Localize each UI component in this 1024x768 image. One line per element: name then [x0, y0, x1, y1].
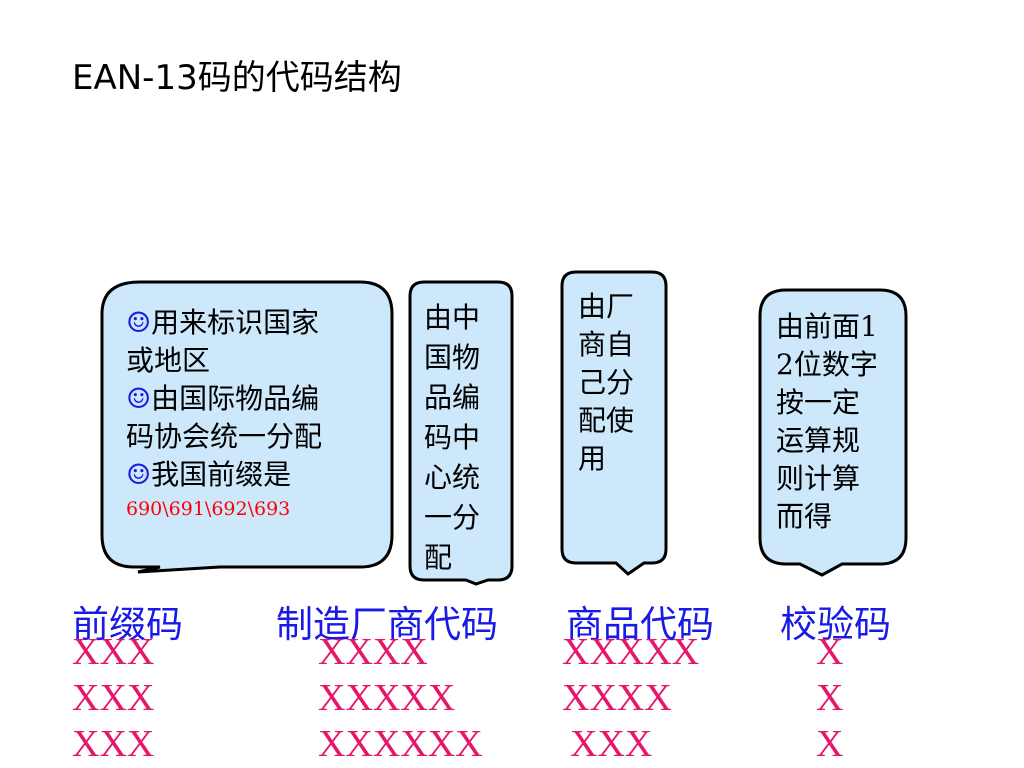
prefix-note-4: 码协会统一分配 [126, 420, 323, 453]
checksum-code-row-3: X [816, 723, 844, 765]
checksum-callout-text: 由前面12位数字按一定运算规则计算而得 [776, 310, 878, 533]
manufacturer-code-row-3: XXXXXX [318, 723, 483, 765]
product-code-row-1: XXXXX [562, 631, 700, 673]
prefix-code-row-3: XXX [72, 723, 155, 765]
manufacturer-code-row-1: XXXX [318, 631, 428, 673]
smiley-icon: ☺ [126, 458, 152, 491]
prefix-code-row-1: XXX [72, 631, 155, 673]
checksum-label: 校验码 [780, 603, 891, 646]
manufacturer-label: 制造厂商代码 [276, 603, 498, 646]
prefix-callout-bubble [100, 280, 394, 574]
manufacturer-code-row-2: XXXXX [318, 677, 456, 719]
checksum-callout-bubble [758, 288, 908, 577]
manufacturer-callout-bubble [408, 280, 514, 586]
prefix-note-5: 我国前缀是 [151, 458, 292, 491]
prefix-note-1: 用来标识国家 [151, 306, 320, 339]
product-code-row-3: XXX [570, 723, 653, 765]
prefix-code-row-2: XXX [72, 677, 155, 719]
prefix-callout-text: ☺用来标识国家 或地区 ☺由国际物品编 码协会统一分配 ☺我国前缀是 690\6… [126, 304, 376, 524]
prefix-note-3: 由国际物品编 [151, 382, 320, 415]
manufacturer-callout-text: 由中国物品编码中心统一分配 [424, 301, 481, 574]
checksum-code-row-2: X [816, 677, 844, 719]
prefix-label: 前缀码 [72, 603, 183, 646]
smiley-icon: ☺ [126, 382, 152, 415]
prefix-note-2: 或地区 [126, 344, 211, 377]
page-title: EAN-13码的代码结构 [72, 58, 402, 98]
product-label: 商品代码 [566, 603, 714, 646]
china-prefix-codes: 690\691\692\693 [126, 498, 291, 520]
checksum-code-row-1: X [816, 631, 844, 673]
product-code-row-2: XXXX [562, 677, 672, 719]
product-callout-bubble [560, 270, 668, 576]
smiley-icon: ☺ [126, 306, 152, 339]
product-callout-text: 由厂商自己分配使用 [578, 290, 635, 475]
